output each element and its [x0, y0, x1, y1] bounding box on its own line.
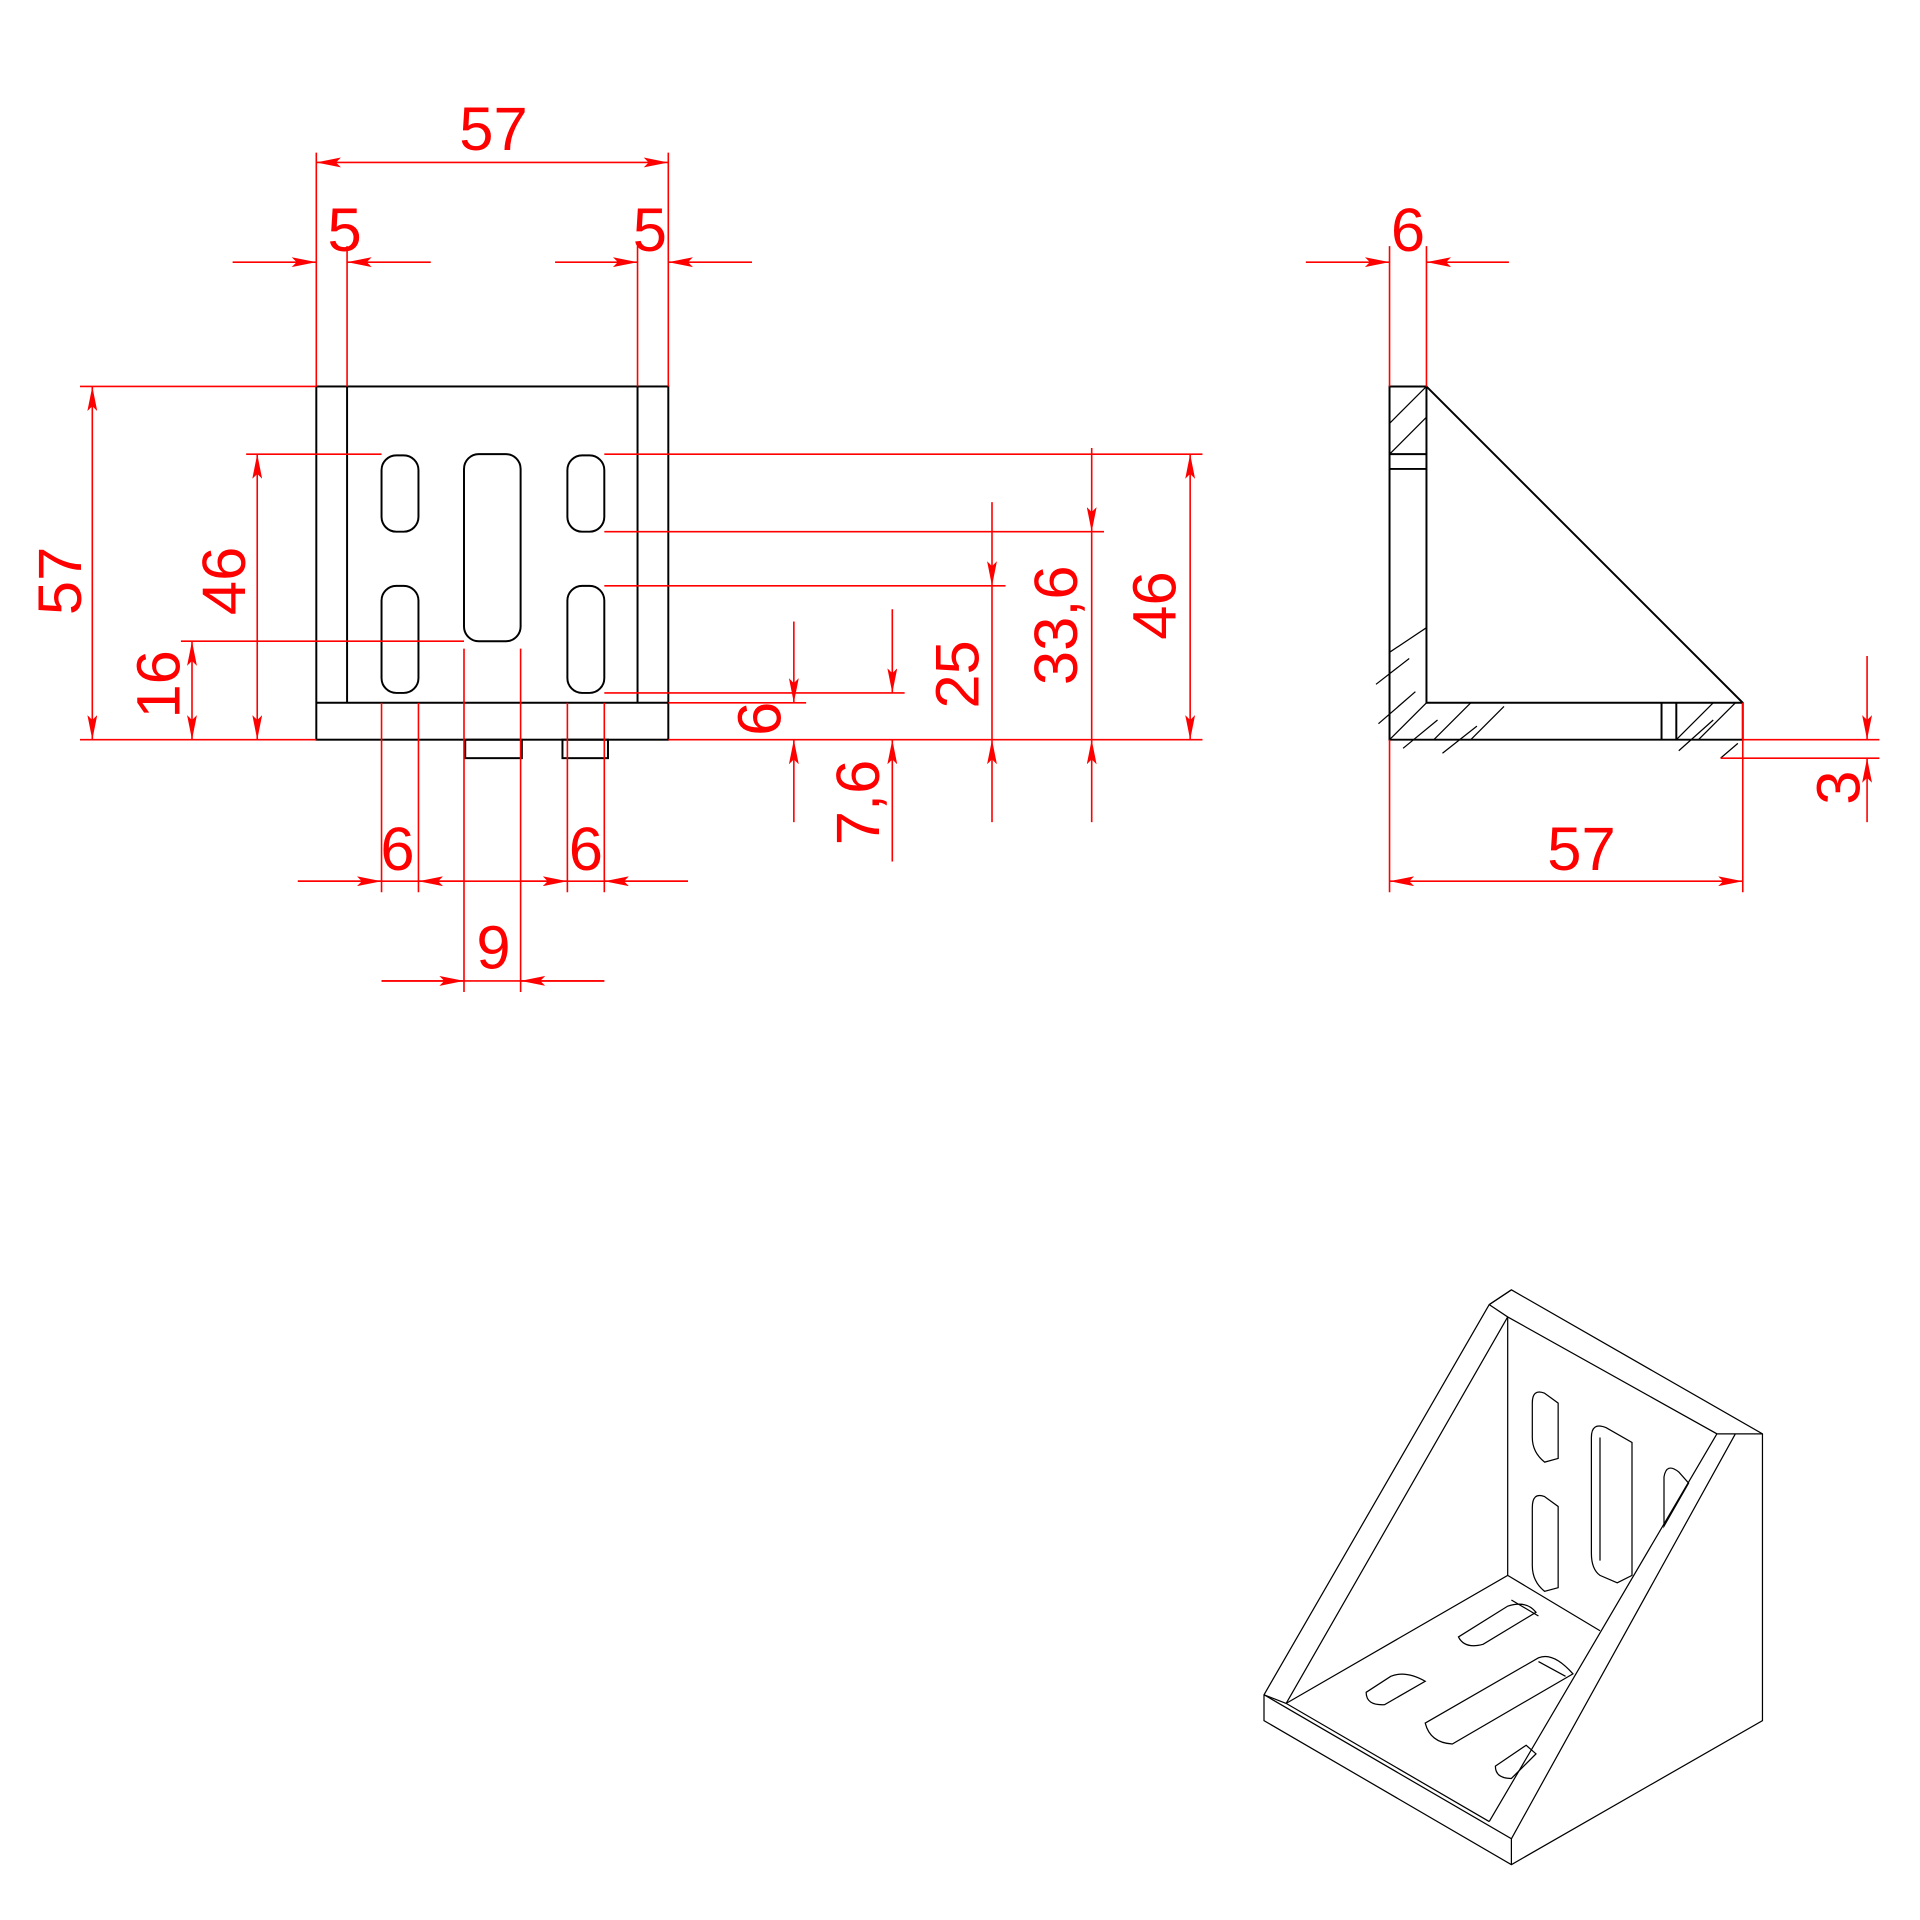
front-outline — [315, 385, 670, 741]
side-view — [1375, 385, 1744, 759]
slot-upper-left — [380, 454, 420, 533]
dim-tab-offset: 7,6 — [824, 760, 893, 846]
side-inner-lines — [1389, 386, 1743, 740]
isometric-view — [1263, 1289, 1764, 1866]
dim-base-thickness: 6 — [725, 702, 794, 736]
dim-overall-height: 57 — [26, 547, 95, 615]
tab-center — [464, 738, 523, 760]
side-outline — [1388, 385, 1744, 741]
dim-center-slot-width: 9 — [476, 914, 510, 983]
slot-lower-left — [380, 584, 420, 694]
tab-right — [561, 738, 609, 760]
dim-wall-thickness: 6 — [1391, 196, 1425, 265]
dim-lower-slot-top: 25 — [923, 640, 992, 708]
slot-upper-right — [566, 454, 606, 533]
dim-slot-span-right: 46 — [1120, 571, 1189, 639]
slot-lower-right — [566, 584, 606, 694]
section-hatching — [1375, 386, 1739, 759]
dim-overall-width: 57 — [459, 95, 527, 164]
front-view — [315, 385, 670, 760]
dim-slot-width-right: 6 — [569, 815, 603, 884]
dim-slot-span: 46 — [190, 547, 259, 615]
flange-lines — [316, 386, 669, 704]
slot-center — [463, 453, 522, 643]
dim-upper-slot-bottom: 33,6 — [1022, 565, 1091, 685]
dim-right-flange: 5 — [633, 196, 667, 265]
dim-tab-height: 3 — [1805, 771, 1874, 805]
dim-overall-length: 57 — [1547, 815, 1615, 884]
dim-center-slot-bottom: 16 — [125, 650, 194, 718]
side-dimensions: 6 57 3 — [1305, 196, 1880, 893]
dim-slot-width-left: 6 — [380, 815, 414, 884]
front-dimensions: 57 5 5 57 46 16 6 7,6 25 33,6 46 6 6 9 — [26, 95, 1203, 992]
dim-left-flange: 5 — [328, 196, 362, 265]
